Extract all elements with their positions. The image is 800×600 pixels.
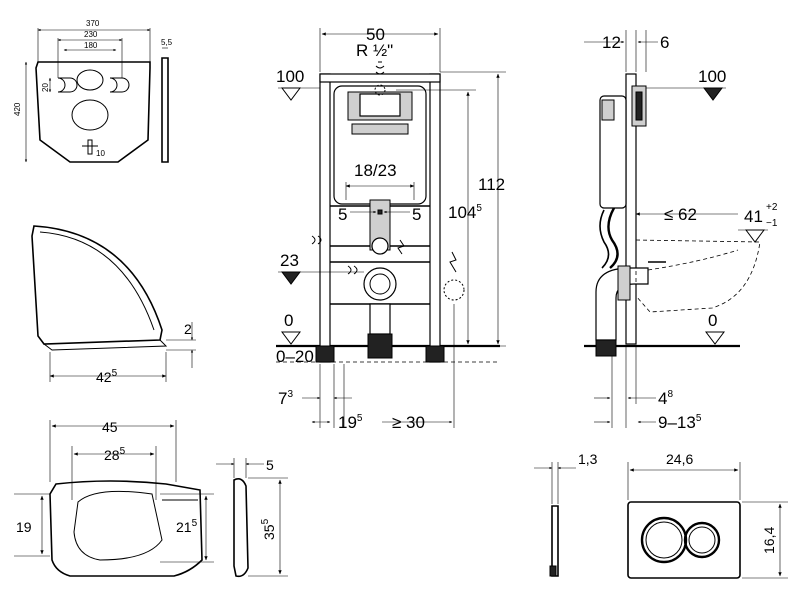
waste-outlet [363, 267, 397, 301]
side-depth-b-label: 6 [660, 33, 669, 52]
lid-side-view: 2 425 [31, 225, 196, 385]
side-bowl-height-label: 41 [744, 207, 763, 226]
plate-width-label: 370 [86, 19, 100, 28]
plate-hole-offset-label: 20 [41, 83, 50, 92]
waste-bend [595, 267, 649, 341]
seat-side-view: 5 355 [216, 457, 288, 578]
seat-side-height-label: 355 [260, 518, 277, 540]
seat-inner-width-label: 285 [104, 446, 126, 463]
plate-slot-right [109, 77, 130, 93]
plate-outline [35, 61, 151, 163]
seat-side-thickness-label: 5 [266, 457, 274, 473]
side-projection-label: ≤ 62 [664, 205, 697, 224]
side-level-top-label: 100 [698, 67, 726, 86]
front-offset-right-label: 5 [412, 205, 421, 224]
plate-hole-spacing-label: 180 [84, 41, 98, 50]
front-water-connection-label: R ½" [356, 41, 393, 60]
flush-button-large [640, 516, 688, 564]
front-level-top-label: 100 [276, 67, 304, 86]
seat-depth-label: 19 [16, 519, 32, 535]
lid-outline [31, 225, 163, 345]
side-wall-range-label: 9–135 [658, 413, 702, 432]
plate-inner-width-label: 230 [84, 30, 98, 39]
front-foot-label: 73 [278, 389, 293, 408]
seat-side-outline [233, 478, 249, 578]
side-wall-label: 48 [658, 389, 673, 408]
front-height-mid-label: 1045 [448, 203, 482, 222]
plate-pipe-hole [76, 69, 104, 91]
flush-plate: 1,3 24,6 16,4 [534, 451, 788, 579]
seat-outline [49, 480, 203, 577]
lid-depth-label: 425 [96, 368, 118, 385]
lid-thickness-label: 2 [184, 321, 192, 337]
front-height-total-label: 112 [478, 175, 505, 194]
front-level-waste-label: 23 [280, 251, 299, 270]
front-outlet-spacing-label: 18/23 [354, 161, 397, 180]
plate-bottom-slot [87, 139, 93, 155]
front-width-label: 50 [366, 25, 385, 44]
side-depth-a-label: 12 [602, 33, 621, 52]
side-level-floor-label: 0 [708, 311, 717, 330]
insulation-plate: 370 230 180 420 20 5,5 10 [13, 19, 173, 163]
front-floor-range-label: 0–20 [276, 347, 314, 366]
frame-front-view: 50 R ½" 100 112 1045 18/23 5 5 23 0 0– [276, 25, 506, 432]
front-side-clearance-label: ≥ 30 [392, 413, 425, 432]
flush-plate-front [627, 501, 741, 579]
front-level-floor-label: 0 [284, 311, 293, 330]
plate-slot-left [57, 77, 78, 93]
flush-thickness-label: 1,3 [578, 451, 598, 467]
flush-button-small [683, 521, 721, 559]
seat-width-label: 45 [102, 419, 118, 435]
flush-plate-side [551, 505, 559, 577]
side-tol-minus-label: −1 [766, 218, 778, 229]
frame-side-view: 12 6 100 ≤ 62 41 +2 −1 0 48 9–135 [584, 30, 778, 432]
wall-bowl [635, 239, 761, 313]
plate-side-profile [161, 57, 169, 163]
front-offset-left-label: 5 [338, 205, 347, 224]
side-tol-plus-label: +2 [766, 202, 778, 213]
seat-inner-depth-label: 215 [176, 518, 198, 535]
seat-opening [73, 490, 163, 561]
flush-height-label: 16,4 [761, 527, 777, 554]
seat-top-view: 45 285 19 215 [14, 419, 214, 577]
plate-height-label: 420 [13, 102, 22, 116]
plate-slot-width-label: 10 [96, 149, 105, 158]
plate-bowl-hole [71, 99, 109, 131]
front-foot2-label: 195 [338, 413, 363, 432]
flush-width-label: 24,6 [666, 451, 693, 467]
plate-thickness-label: 5,5 [161, 38, 173, 47]
